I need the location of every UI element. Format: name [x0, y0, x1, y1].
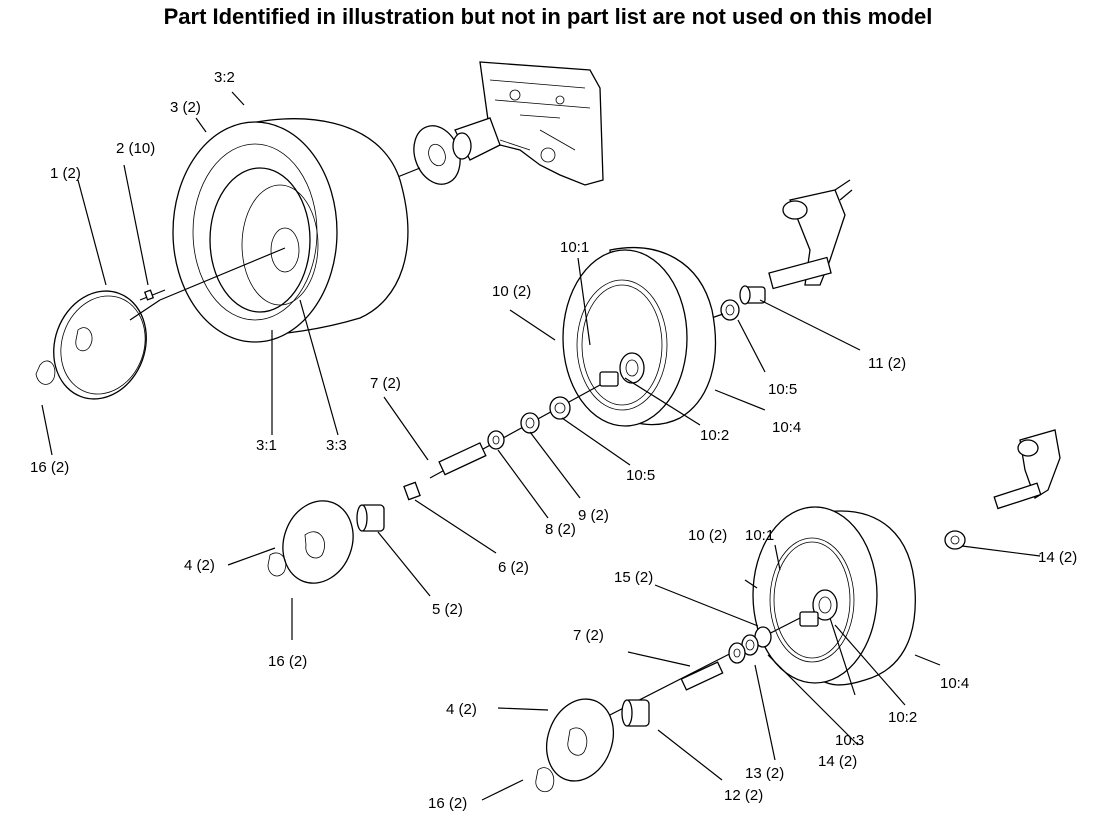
callout-10-4-lower: 10:4 [940, 675, 969, 692]
diagram-heading: Part Identified in illustration but not … [163, 4, 933, 29]
callout-10-2-upper: 10:2 [700, 427, 729, 444]
lower-axle-parts [599, 617, 801, 727]
front-spindle-lower [944, 429, 1061, 550]
front-tire-lower [752, 506, 916, 686]
front-hub-cap-lower [535, 698, 614, 793]
rear-tire [159, 118, 409, 343]
callout-13: 13 (2) [745, 765, 784, 782]
callout-16-lower: 16 (2) [428, 795, 467, 812]
leader-lines [41, 91, 1041, 801]
callout-10-2-lower: 10:2 [888, 709, 917, 726]
callout-10-1-lower: 10:1 [745, 527, 774, 544]
callout-labels: 1 (2) 2 (10) 3 (2) 3:2 3:1 3:3 16 (2) 7 … [30, 69, 1077, 812]
callout-12: 12 (2) [724, 787, 763, 804]
rear-wheel-bolt [139, 289, 166, 301]
callout-6: 6 (2) [498, 559, 529, 576]
callout-11: 11 (2) [868, 355, 906, 372]
callout-4-upper: 4 (2) [184, 557, 215, 574]
rear-hub-cap [35, 290, 161, 400]
callout-10-3: 10:3 [835, 732, 864, 749]
callout-10-5-inner: 10:5 [626, 467, 655, 484]
callout-15: 15 (2) [614, 569, 653, 586]
front-tire-upper [562, 246, 717, 427]
callout-8: 8 (2) [545, 521, 576, 538]
callout-3-2: 3:2 [214, 69, 235, 86]
front-spindle-upper [768, 179, 853, 290]
transaxle-housing [454, 61, 604, 186]
callout-16-rear: 16 (2) [30, 459, 69, 476]
callout-10-1-upper: 10:1 [560, 239, 589, 256]
callout-16-upper: 16 (2) [268, 653, 307, 670]
callout-10-upper: 10 (2) [492, 283, 531, 300]
callout-3-3: 3:3 [326, 437, 347, 454]
callout-14-spindle: 14 (2) [1038, 549, 1077, 566]
callout-10-lower: 10 (2) [688, 527, 727, 544]
callout-2: 2 (10) [116, 140, 155, 157]
callout-3-1: 3:1 [256, 437, 277, 454]
callout-9: 9 (2) [578, 507, 609, 524]
callout-10-5-outer: 10:5 [768, 381, 797, 398]
callout-5: 5 (2) [432, 601, 463, 618]
callout-7-upper: 7 (2) [370, 375, 401, 392]
callout-1: 1 (2) [50, 165, 81, 182]
spacer-bushing [699, 285, 766, 323]
rear-hub-flange [359, 125, 472, 193]
callout-4-lower: 4 (2) [446, 701, 477, 718]
upper-axle-parts [356, 384, 601, 532]
front-hub-cap-upper [267, 500, 354, 584]
callout-3: 3 (2) [170, 99, 201, 116]
callout-7-lower: 7 (2) [573, 627, 604, 644]
callout-14-lower: 14 (2) [818, 753, 857, 770]
callout-10-4-upper: 10:4 [772, 419, 801, 436]
